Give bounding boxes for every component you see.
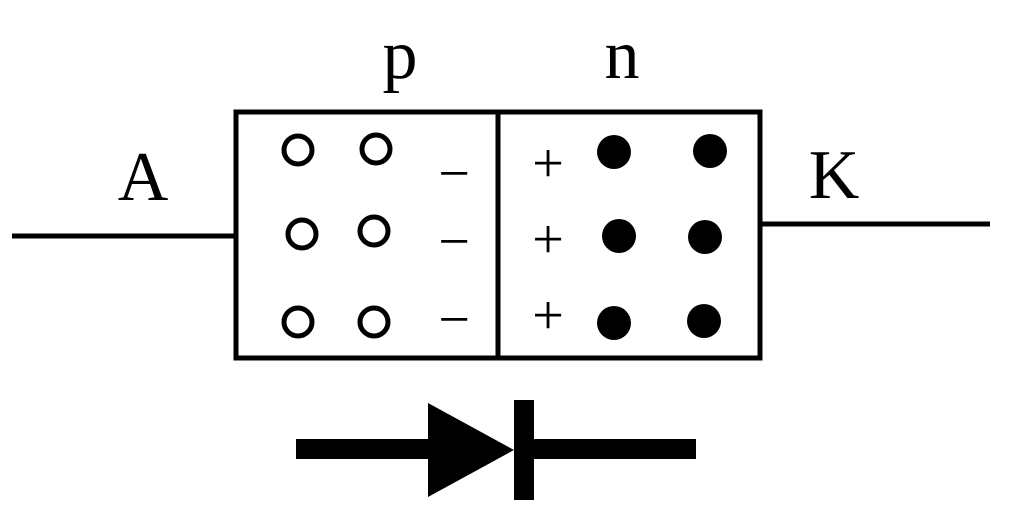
negative-charge: − [438, 211, 470, 273]
negative-charge: − [438, 289, 470, 351]
hole [359, 132, 393, 166]
electron [688, 220, 722, 254]
negative-charge: − [438, 143, 470, 205]
electron [597, 306, 631, 340]
positive-charge: + [532, 285, 564, 347]
hole [285, 217, 319, 251]
p-region-holes [281, 132, 393, 339]
hole [357, 305, 391, 339]
electron [687, 304, 721, 338]
anode-label: A [118, 139, 169, 216]
electron [693, 134, 727, 168]
positive-charges: + + + [532, 133, 564, 347]
hole [281, 305, 315, 339]
electron [597, 135, 631, 169]
positive-charge: + [532, 133, 564, 195]
cathode-label: K [809, 137, 860, 214]
positive-charge: + [532, 209, 564, 271]
p-region-label: p [383, 17, 418, 94]
n-region-label: n [605, 17, 640, 94]
hole [357, 214, 391, 248]
diode-symbol-icon [296, 400, 696, 500]
hole [281, 133, 315, 167]
n-region-electrons [597, 134, 727, 340]
electron [602, 219, 636, 253]
negative-charges: − − − [438, 143, 470, 351]
